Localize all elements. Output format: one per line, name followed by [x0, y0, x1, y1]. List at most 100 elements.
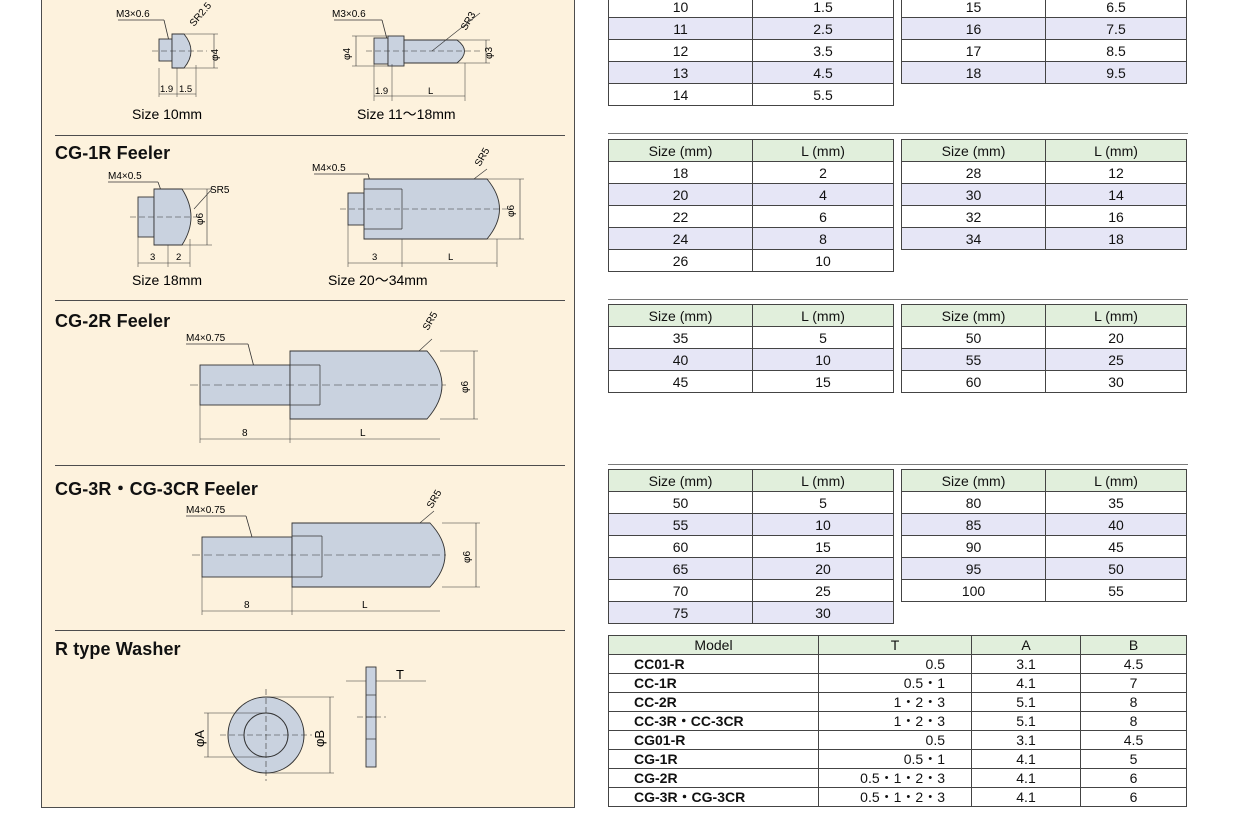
cell-model: CG01-R [608, 730, 819, 750]
dim1: 8 [242, 428, 248, 439]
header-l: L (mm) [1045, 469, 1187, 492]
header-a: A [971, 635, 1081, 655]
dim1: 1.9 [160, 84, 173, 95]
dim1: 3 [372, 252, 377, 263]
cell-l: 5 [752, 326, 894, 349]
dia-a-label: φA [192, 730, 207, 747]
table-header: Size (mm)L (mm) [901, 139, 1187, 162]
dimL: L [362, 600, 368, 611]
separator [55, 630, 565, 631]
cell-size: 14 [608, 83, 753, 106]
table-header: Size (mm)L (mm) [608, 139, 894, 162]
table-header: Size (mm)L (mm) [608, 469, 894, 492]
cell-size: 24 [608, 227, 753, 250]
cell-b: 5 [1080, 749, 1187, 769]
cg2r-title: CG-2R Feeler [55, 311, 171, 331]
table-header: Size (mm)L (mm) [901, 469, 1187, 492]
cell-size: 16 [901, 17, 1046, 40]
cell-model: CC-3R・CC-3CR [608, 711, 819, 731]
caption: Size 20～34mm [328, 272, 428, 288]
dia-left: φ4 [342, 48, 353, 60]
header-l: L (mm) [752, 304, 894, 327]
header-size: Size (mm) [901, 139, 1046, 162]
cell-l: 8.5 [1045, 39, 1187, 62]
cell-size: 90 [901, 535, 1046, 558]
cell-size: 15 [901, 0, 1046, 18]
header-b: B [1080, 635, 1187, 655]
cell-size: 12 [608, 39, 753, 62]
cg1r-size18-drawing: M4×0.5 SR5 φ6 3 2 Size 18mm [108, 171, 230, 288]
dim2: 1.5 [179, 84, 192, 95]
cell-l: 5 [752, 491, 894, 514]
cell-a: 5.1 [971, 711, 1081, 731]
dia-label: φ4 [210, 49, 221, 61]
cg3r-drawing: M4×0.75 SR5 8 L [186, 488, 446, 615]
cell-l: 12 [1045, 161, 1187, 184]
cell-a: 3.1 [971, 654, 1081, 674]
cell-t: 0.5・1 [818, 749, 972, 769]
cell-size: 80 [901, 491, 1046, 514]
cell-l: 15 [752, 370, 894, 393]
dim1: 8 [244, 600, 250, 611]
cell-l: 14 [1045, 183, 1187, 206]
cell-size: 32 [901, 205, 1046, 228]
cell-a: 5.1 [971, 692, 1081, 712]
t-label: T [396, 667, 404, 682]
cell-a: 4.1 [971, 673, 1081, 693]
cell-a: 4.1 [971, 749, 1081, 769]
thread-label: M3×0.6 [116, 9, 150, 20]
cc01-size10-drawing: M3×0.6 SR2.5 φ4 1.9 1.5 Size 10mm [116, 0, 221, 122]
cell-size: 60 [901, 370, 1046, 393]
caption: Size 11～18mm [357, 106, 456, 122]
header-size: Size (mm) [608, 469, 753, 492]
cell-size: 11 [608, 17, 753, 40]
header-size: Size (mm) [608, 139, 753, 162]
cell-b: 6 [1080, 768, 1187, 788]
cell-size: 75 [608, 601, 753, 624]
cell-l: 35 [1045, 491, 1187, 514]
separator [55, 135, 565, 136]
cell-size: 45 [608, 370, 753, 393]
cell-size: 60 [608, 535, 753, 558]
cell-size: 13 [608, 61, 753, 84]
header-size: Size (mm) [901, 304, 1046, 327]
cell-l: 25 [752, 579, 894, 602]
cell-t: 1・2・3 [818, 711, 972, 731]
cg3r-title: CG-3R・CG-3CR Feeler [55, 479, 258, 499]
cell-l: 45 [1045, 535, 1187, 558]
cell-model: CG-3R・CG-3CR [608, 787, 819, 807]
cell-l: 50 [1045, 557, 1187, 580]
header-l: L (mm) [1045, 139, 1187, 162]
cell-l: 10 [752, 513, 894, 536]
